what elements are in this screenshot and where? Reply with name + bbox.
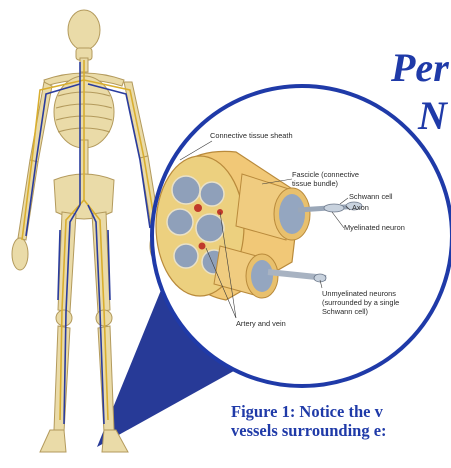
label-fascicle-line1: Fascicle (connective: [292, 170, 359, 179]
label-connective-tissue-sheath: Connective tissue sheath: [210, 131, 293, 140]
label-unmyelinated-line1: Unmyelinated neurons: [322, 289, 396, 298]
figure-caption-line-1: Figure 1: Notice the v: [231, 402, 383, 422]
title-line-1: Per: [391, 44, 449, 91]
label-artery-and-vein: Artery and vein: [236, 319, 286, 328]
label-unmyelinated-line3: Schwann cell): [322, 307, 368, 316]
label-fascicle-line2: tissue bundle): [292, 179, 338, 188]
label-schwann-cell: Schwann cell: [349, 192, 393, 201]
label-myelinated-neuron: Myelinated neuron: [344, 223, 405, 232]
title-line-2: N: [418, 92, 447, 139]
figure-caption-line-2: vessels surrounding e:: [231, 421, 387, 441]
skull: [68, 10, 100, 50]
label-unmyelinated-line2: (surrounded by a single: [322, 298, 399, 307]
label-axon: Axon: [352, 203, 369, 212]
